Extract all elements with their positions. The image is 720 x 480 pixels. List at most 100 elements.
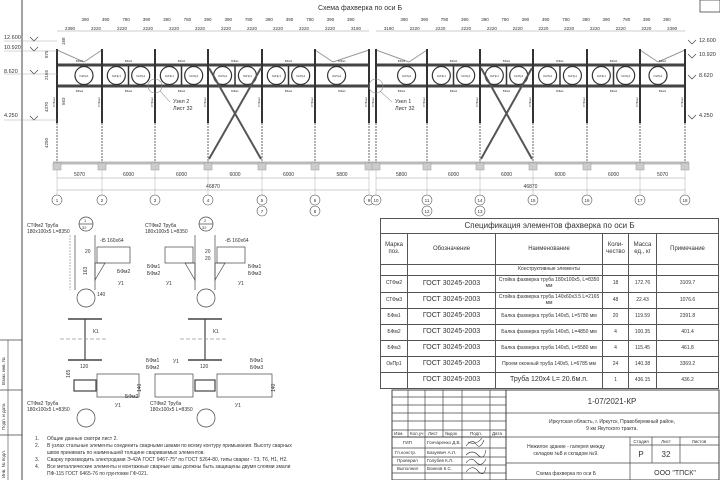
margin-stamp-replace: Взам. инв. № [1, 357, 6, 385]
span-dimension: 6000 [123, 172, 134, 178]
level-marks-right: 12.600 10.920 8.620 4.250 [699, 38, 716, 119]
weld-label: У1 [166, 281, 172, 287]
dimension-label: 390 [265, 17, 273, 22]
roof-strut [657, 49, 686, 63]
node-2-leader [159, 90, 171, 103]
window-label: ОкПр1 [402, 74, 411, 78]
foundation [203, 162, 213, 171]
tb-role: Проверил [397, 458, 418, 463]
axis-bubble [256, 205, 268, 217]
note-line: ПФ-115 ГОСТ 6465-76 по грунтовке ГФ-021. [35, 471, 380, 478]
note-number: 1. [35, 436, 40, 442]
specification-table: Спецификация элементов фахверка по оси Б… [379, 218, 720, 389]
tb-role: ГИП [403, 440, 412, 445]
window-frame [291, 65, 311, 86]
axis-label: 18 [682, 198, 688, 203]
beam-label: БФм2 [146, 365, 159, 371]
cell-note: 436.2 [655, 372, 720, 389]
column-ref: К1 [93, 329, 99, 335]
cell-name: Балка фахверка труба 140х5, L=5780 мм [495, 308, 603, 325]
axis-label: 11 [425, 198, 430, 203]
window-label: ОкПр1 [653, 74, 662, 78]
dim-label: 140 [137, 383, 143, 392]
note-line: швов принимать по наименьшей толщине сва… [35, 450, 380, 457]
tb-header: №док [445, 431, 457, 436]
span-dimension: 6000 [283, 172, 294, 178]
beam-label: БФм1 [398, 89, 406, 93]
dimension-label: 780 [562, 17, 570, 22]
axis-label: 6 [314, 198, 317, 203]
beam-label: БФм1 [178, 59, 186, 63]
vertical-dims: 168 875 2165 4370 563 4250 [44, 37, 66, 148]
axis-bubble [679, 194, 691, 206]
stage-label: Стадия [633, 439, 649, 444]
dimension-label: 2220 [641, 26, 652, 31]
dimension-label: 390 [602, 17, 610, 22]
cell-note: 401.4 [655, 324, 720, 341]
cell-name: Труба 120х4 L= 20.6м.п. [495, 372, 603, 389]
dimension-label: 390 [102, 17, 110, 22]
note-number: 3. [35, 457, 40, 463]
dimension-label: 780 [441, 17, 449, 22]
cell-mark: СТФм2 [380, 275, 408, 293]
beam-label: БФм2 [147, 271, 160, 277]
axis-label: 17 [637, 198, 643, 203]
axis-bubble [309, 205, 321, 217]
object-name: Нежилое здание - галерея между [527, 444, 605, 450]
span-dimension: 6000 [176, 172, 187, 178]
column-label: СТФм2 [52, 97, 56, 107]
column-ref: К1 [213, 329, 219, 335]
cell-qty: 4 [602, 324, 629, 341]
dimension-label: 3190 [384, 26, 395, 31]
cell-mark: БФм3 [380, 340, 408, 357]
column-label: СТФм2 [422, 97, 426, 107]
foundation [528, 162, 538, 171]
dimension-label: 2220 [590, 26, 601, 31]
col-header-doc: Обозначение [407, 233, 496, 265]
cell-qty: 20 [602, 308, 629, 325]
level-mark: 10.920 [4, 45, 21, 51]
dimension-label: 390 [163, 17, 171, 22]
cell-mark: БФм1 [380, 308, 408, 325]
col-header-mass: Масса ед., кг [628, 233, 657, 265]
roof-strut [375, 49, 410, 63]
axis-label: 2 [101, 198, 104, 203]
beam-label: БФм1 [147, 264, 160, 270]
dim-label: 140 [97, 292, 106, 298]
window-frame [397, 65, 417, 86]
dimension-label: 2390 [65, 26, 76, 31]
detail-node-1-top [69, 216, 246, 308]
vdim: 4370 [44, 101, 49, 112]
dimension-label: 390 [542, 17, 550, 22]
cell-qty: 48 [602, 292, 629, 309]
spec-title: Спецификация элементов фахверка по оси Б [379, 218, 720, 234]
dimension-label: 390 [522, 17, 530, 22]
level-marker-icon [29, 36, 39, 42]
window-label: ОкПр1 [597, 74, 606, 78]
signatures [465, 437, 487, 475]
tb-role: Выполнил [397, 466, 419, 471]
cell-note: 2391.8 [655, 308, 720, 325]
dimension-label: 390 [643, 17, 651, 22]
window-label: ОкПр1 [490, 74, 499, 78]
note-number: 4. [35, 464, 40, 470]
beam-label: БФм1 [338, 89, 346, 93]
column-label: СТФм2 [582, 97, 586, 107]
axis-label: 1 [56, 198, 59, 203]
beam-label: БФм1 [338, 59, 346, 63]
beam-label: БФм1 [125, 89, 133, 93]
object-name: складом №8 и складом №9. [533, 451, 598, 457]
column-size: 180х100х5 L=8350 [145, 229, 188, 235]
tb-header: Дата [492, 431, 502, 436]
axis-bubble [421, 205, 433, 217]
window-label: ОкПр1 [218, 74, 227, 78]
axis-label: 12 [424, 209, 430, 214]
company-name: ООО "ТПСК" [654, 470, 696, 477]
vdim: 2165 [44, 69, 49, 80]
beam-label: БФм2 [117, 269, 130, 275]
beam-label: БФм1 [285, 89, 293, 93]
beam-label: БФм3 [248, 271, 261, 277]
level-marker-icon [687, 114, 697, 120]
